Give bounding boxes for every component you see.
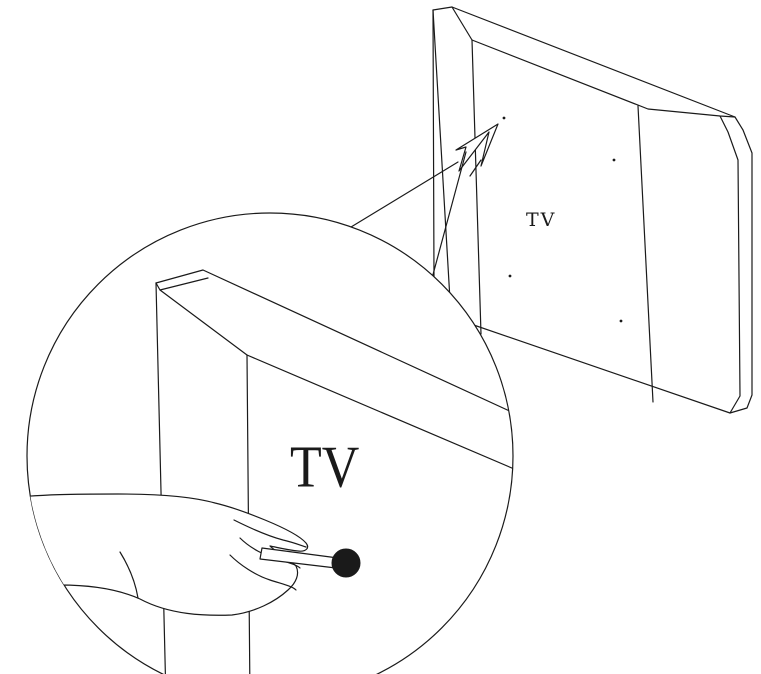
mount-hole-top-right [612, 158, 616, 162]
tool-tip-marker [331, 548, 361, 578]
tv-recess-left [471, 39, 482, 335]
mount-hole-bottom-right [619, 319, 623, 323]
mount-hole-bottom-left [508, 274, 512, 278]
zoom-circle: TV [26, 212, 514, 674]
zoom-tv-label: TV [290, 434, 359, 500]
arrow-head [455, 123, 499, 172]
zoom-tv-outer-side [155, 282, 167, 674]
zoom-tv-top-edge [155, 269, 513, 426]
finger-line-1 [233, 519, 307, 548]
tv-back-face [451, 6, 736, 118]
thumb-line [229, 554, 297, 591]
mount-hole-top-left [502, 116, 506, 120]
tv-back-label: TV [526, 209, 556, 231]
knuckle-line [119, 551, 139, 599]
zoom-circle-outline [26, 212, 514, 674]
hand-with-tool [27, 493, 361, 616]
zoom-tv-bevel-top [159, 277, 209, 291]
tv-right-edge [719, 115, 741, 414]
zoom-tv-bevel [155, 282, 513, 481]
tv-recess-right [637, 105, 654, 403]
